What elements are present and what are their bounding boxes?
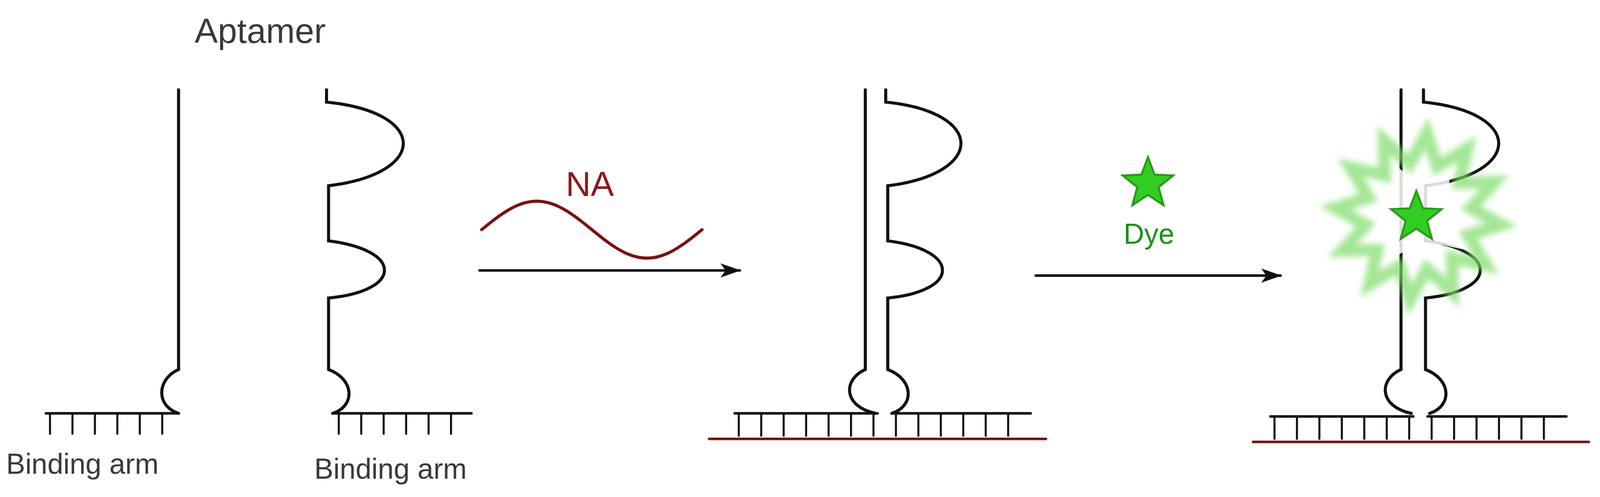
base-tick [450,413,453,434]
na-label: NA [565,166,614,202]
aptamer-strand [326,89,404,414]
nucleic-acid [481,201,703,259]
base-tick [1408,416,1411,439]
nucleic-acid [1253,440,1589,444]
base-tick [1497,416,1500,439]
base-tick [1475,416,1478,439]
base-tick [116,413,119,434]
base-tick [984,413,988,436]
base-tick [1453,416,1456,439]
arm-label: Binding arm [314,454,467,484]
arm-backbone [45,412,179,415]
base-tick [360,413,363,434]
base-tick [404,413,408,434]
title-label: Aptamer [194,13,326,49]
dye-label: Dye [1123,220,1175,250]
base-tick [49,413,52,434]
base-tick [1295,416,1299,439]
base-tick [161,413,164,434]
aptamer-strand [885,89,962,414]
fluorescence-glow [1335,133,1502,300]
base-tick [917,413,920,436]
base-tick [1520,416,1523,439]
base-tick [1542,416,1546,439]
base-tick [782,413,785,436]
glow-core [1361,159,1476,274]
base-tick [962,413,965,436]
base-tick [337,413,341,434]
base-tick [138,413,142,434]
base-tick [1273,416,1276,439]
reaction-arrow [479,269,740,272]
base-tick [827,413,830,436]
base-tick [939,413,942,436]
base-tick [850,413,853,436]
aptamer-strand [849,89,876,414]
base-tick [382,413,385,434]
base-tick [760,413,763,436]
arm-backbone [891,412,1031,415]
base-tick [1318,416,1321,439]
base-tick [71,413,74,434]
base-tick [872,413,875,436]
dye-star [1122,157,1174,206]
base-tick [1385,416,1388,439]
base-tick [804,413,808,436]
base-tick [1363,416,1366,439]
base-tick [1007,413,1010,436]
arm-backbone [1427,415,1567,418]
base-tick [93,413,96,434]
reaction-arrow [1035,274,1281,277]
base-tick [1340,416,1343,439]
arm-label: Binding arm [6,450,159,479]
base-tick [427,413,430,434]
base-tick [1430,416,1434,439]
dye-star [1391,190,1442,239]
base-tick [895,413,898,436]
base-tick [737,413,741,436]
nucleic-acid [709,437,1046,441]
aptamer-strand [161,89,179,414]
